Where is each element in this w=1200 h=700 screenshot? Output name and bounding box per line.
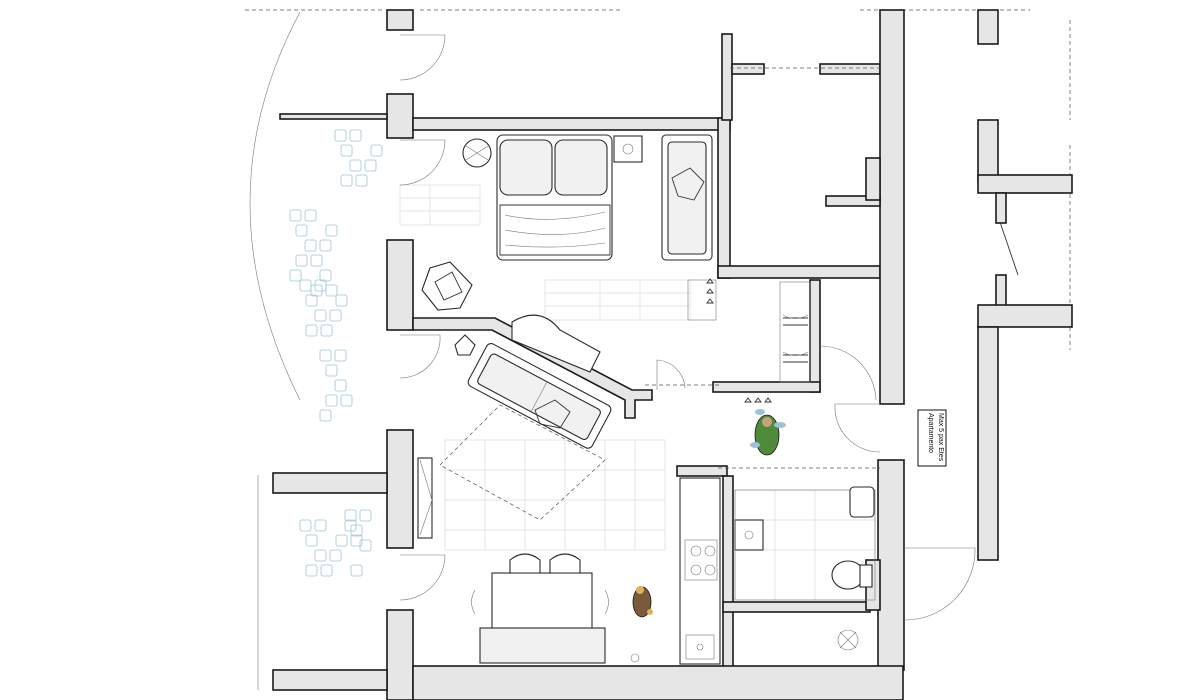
terrace-tile bbox=[334, 129, 347, 142]
terrace-tile bbox=[310, 254, 323, 267]
apartment-sign: Apartamento Max 5 pax Etes bbox=[917, 409, 947, 467]
person-icon bbox=[632, 586, 653, 618]
terrace-tile bbox=[344, 509, 357, 522]
terrace-tile bbox=[320, 324, 333, 337]
terrace-tile bbox=[295, 224, 308, 237]
terrace-tile bbox=[320, 564, 333, 577]
terrace-tile bbox=[325, 394, 338, 407]
terrace-tile bbox=[319, 409, 332, 422]
terrace-tile bbox=[289, 209, 302, 222]
terrace-tile bbox=[325, 224, 338, 237]
terrace-tile bbox=[335, 534, 348, 547]
terrace-tile bbox=[355, 174, 368, 187]
terrace-outline bbox=[249, 11, 301, 690]
sink-icon bbox=[685, 634, 715, 660]
person-icon bbox=[750, 409, 786, 456]
terrace-tile bbox=[314, 279, 327, 292]
terrace-tile bbox=[289, 269, 302, 282]
bedroom-furniture bbox=[421, 134, 717, 321]
terrace-tile bbox=[305, 534, 318, 547]
terrace-tile bbox=[335, 294, 348, 307]
terrace-tile bbox=[344, 519, 357, 532]
terrace-tile bbox=[334, 379, 347, 392]
terrace-tile bbox=[349, 159, 362, 172]
terrace-tile bbox=[319, 239, 332, 252]
armchair-icon bbox=[421, 261, 473, 311]
terrace-tile bbox=[340, 144, 353, 157]
dining-area bbox=[471, 553, 640, 664]
terrace-tile bbox=[314, 309, 327, 322]
terrace-tile bbox=[349, 129, 362, 142]
terrace-tile bbox=[340, 174, 353, 187]
living-furniture bbox=[417, 314, 612, 539]
doors bbox=[399, 34, 1019, 621]
terrace-tile bbox=[305, 294, 318, 307]
dining-table-icon bbox=[491, 572, 593, 634]
terrace-tile bbox=[370, 144, 383, 157]
walls bbox=[272, 9, 1073, 700]
people bbox=[632, 409, 786, 618]
terrace-tile bbox=[314, 549, 327, 562]
markers bbox=[706, 278, 772, 403]
terrace-tile bbox=[329, 549, 342, 562]
sign-line-2: Max 5 pax Etes bbox=[937, 413, 944, 462]
terrace-tile bbox=[359, 539, 372, 552]
terrace-tile bbox=[319, 349, 332, 362]
sign-line-1: Apartamento bbox=[927, 413, 934, 453]
terrace-tile bbox=[340, 394, 353, 407]
terrace-tile bbox=[305, 564, 318, 577]
terrace-tile bbox=[329, 309, 342, 322]
terrace-tile bbox=[334, 349, 347, 362]
terrace-tile bbox=[350, 524, 363, 537]
bathroom bbox=[734, 486, 876, 651]
kitchen bbox=[679, 477, 721, 665]
terrace-tile bbox=[314, 519, 327, 532]
terrace-tile bbox=[350, 564, 363, 577]
terrace-tile bbox=[364, 159, 377, 172]
terrace-tile bbox=[359, 509, 372, 522]
terrace-tile bbox=[325, 284, 338, 297]
context-lines bbox=[245, 9, 1071, 350]
stove-icon bbox=[690, 545, 702, 557]
terrace-tile bbox=[304, 209, 317, 222]
terrace-tile bbox=[299, 279, 312, 292]
terrace-tile bbox=[299, 519, 312, 532]
terrace-tile bbox=[310, 284, 323, 297]
terrace-tile bbox=[319, 269, 332, 282]
floor-pattern bbox=[399, 184, 876, 601]
terrace-tile bbox=[305, 324, 318, 337]
closet bbox=[779, 281, 811, 383]
terrace-tile bbox=[304, 239, 317, 252]
shower-icon bbox=[837, 629, 859, 651]
terrace-tile bbox=[325, 364, 338, 377]
terrace-tile bbox=[350, 534, 363, 547]
terrace-tile bbox=[295, 254, 308, 267]
terrace-tiles bbox=[289, 129, 383, 577]
toilet-icon bbox=[849, 486, 875, 518]
